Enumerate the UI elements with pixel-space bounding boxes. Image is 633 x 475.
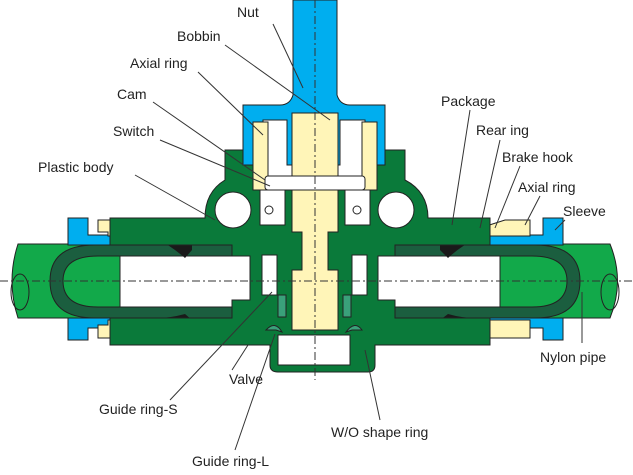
label-nut: Nut [237, 4, 259, 20]
nut [242, 0, 386, 166]
label-guide-ring-s: Guide ring-S [99, 401, 178, 417]
bobbin [291, 112, 339, 331]
leader-lines [134, 23, 583, 451]
label-valve: Valve [229, 371, 263, 387]
label-brake-hook: Brake hook [502, 149, 574, 165]
label-cam: Cam [117, 86, 147, 102]
nylon-pipe-right [499, 243, 620, 319]
label-wo-shape-ring: W/O shape ring [331, 424, 428, 440]
hole-right [377, 191, 415, 229]
hole-left [214, 191, 252, 229]
label-axial-ring-right: Axial ring [518, 179, 576, 195]
label-bobbin: Bobbin [177, 28, 221, 44]
label-guide-ring-l: Guide ring-L [192, 453, 269, 469]
label-rear-ing: Rear ing [476, 122, 529, 138]
label-switch: Switch [113, 123, 154, 139]
label-package: Package [441, 93, 496, 109]
label-axial-ring-left: Axial ring [130, 55, 188, 71]
label-sleeve: Sleeve [563, 203, 606, 219]
label-nylon-pipe: Nylon pipe [540, 349, 606, 365]
package-left [158, 226, 192, 340]
package-right [440, 226, 475, 340]
label-plastic-body: Plastic body [38, 159, 113, 175]
